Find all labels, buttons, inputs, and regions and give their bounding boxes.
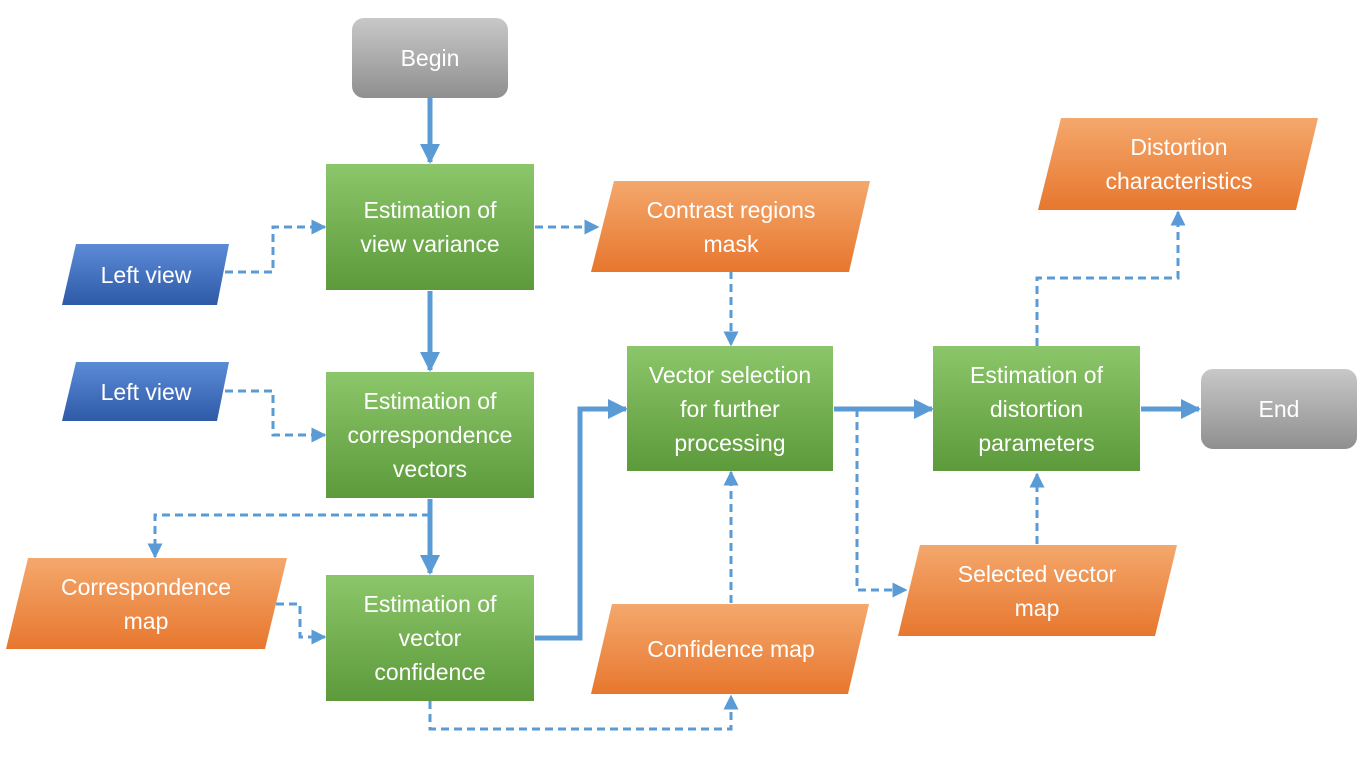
estimation-view-variance-box	[326, 164, 534, 290]
estimation-correspondence-box	[326, 372, 534, 498]
connectors	[147, 98, 1201, 731]
link-leftview2-to-correspondence	[225, 389, 327, 443]
confidence-map-data	[591, 604, 869, 694]
end-terminal	[1201, 369, 1357, 449]
left-view-2-data	[62, 362, 229, 421]
estimation-distortion-box	[933, 346, 1140, 471]
distortion-characteristics-data	[1038, 118, 1318, 210]
vector-selection-box	[627, 346, 833, 471]
estimation-confidence-box	[326, 575, 534, 701]
left-view-1-data	[62, 244, 229, 305]
link-correspondence-map-to-confidence	[276, 602, 327, 645]
link-correspondence-to-correspondence-map	[147, 513, 430, 559]
selected-vector-map-data	[898, 545, 1177, 636]
link-confidence-to-confidence-map	[428, 694, 739, 731]
link-leftview1-to-variance	[225, 219, 327, 274]
link-selection-to-selected-vector-map	[855, 409, 908, 598]
flow-confidence-to-selection	[535, 399, 628, 641]
begin-terminal	[352, 18, 508, 98]
link-distortion-to-characteristics	[1035, 210, 1186, 346]
correspondence-map-data	[6, 558, 287, 649]
contrast-mask-data	[591, 181, 870, 272]
